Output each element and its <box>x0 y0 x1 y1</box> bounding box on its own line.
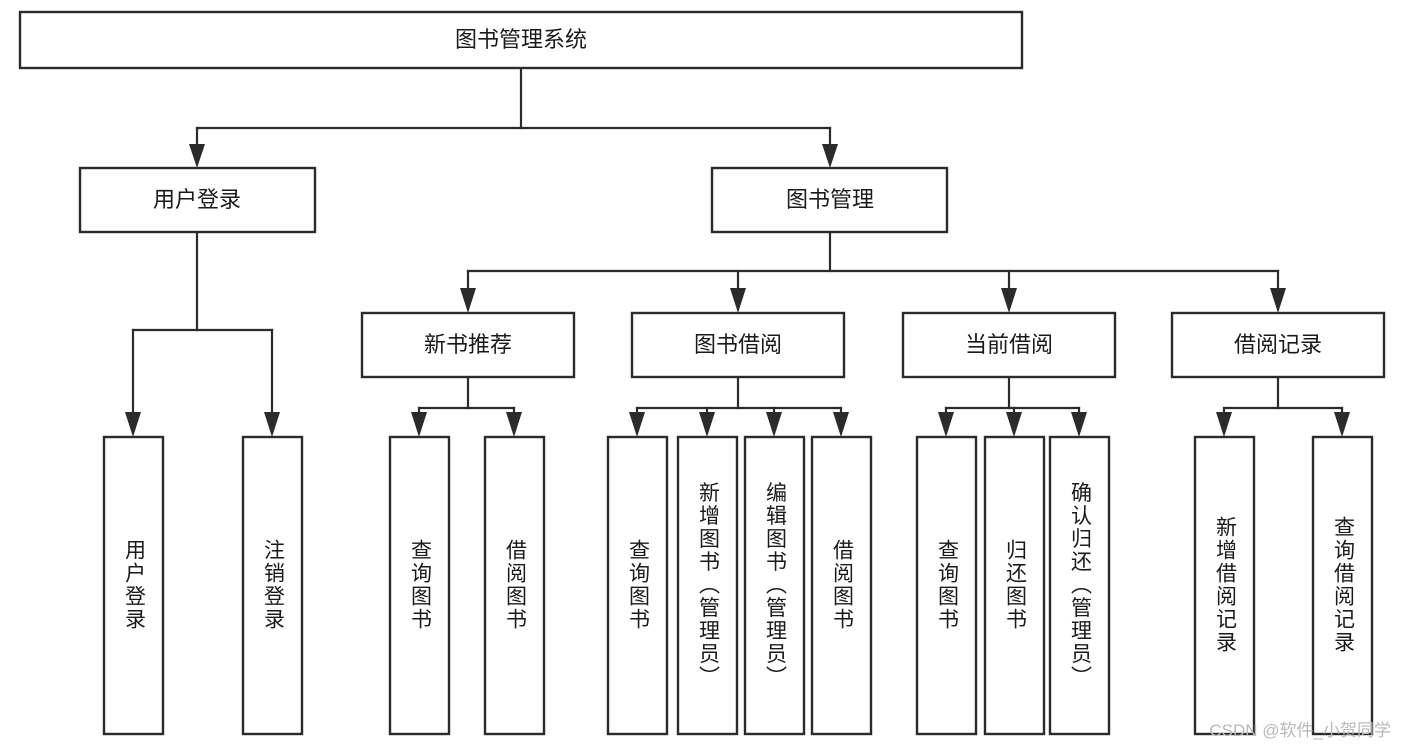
node-book-borrow-box[interactable] <box>630 311 846 379</box>
arrow-record-leaf-1 <box>1216 412 1232 437</box>
node-root-box[interactable] <box>18 10 1024 70</box>
node-current-borrow-label: 当前借阅 <box>965 332 1053 357</box>
node-leaf-record-query-label: 查询借阅记录 <box>1332 516 1356 654</box>
node-leaf-borrow-edit-label: 编辑图书（管理员） <box>764 482 788 689</box>
node-leaf-current-confirm[interactable]: 确认归还（管理员） <box>1048 435 1111 736</box>
node-leaf-borrow-add[interactable]: 新增图书（管理员） <box>676 435 739 736</box>
node-leaf-user-logout-label: 注销登录 <box>262 539 286 631</box>
arrow-root-to-user-login <box>189 144 205 168</box>
node-leaf-user-login-label: 用户登录 <box>123 539 147 631</box>
node-leaf-borrow-query[interactable]: 查询图书 <box>606 435 669 736</box>
node-leaf-record-query[interactable]: 查询借阅记录 <box>1311 435 1374 736</box>
node-leaf-current-return[interactable]: 归还图书 <box>983 435 1046 736</box>
node-book-manage-label: 图书管理 <box>786 187 874 212</box>
node-leaf-current-return-box[interactable] <box>983 435 1046 736</box>
node-book-manage[interactable]: 图书管理 <box>710 166 949 234</box>
node-leaf-user-login[interactable]: 用户登录 <box>102 435 165 736</box>
node-borrow-record-label: 借阅记录 <box>1234 332 1322 357</box>
node-leaf-borrow-query-box[interactable] <box>606 435 669 736</box>
node-leaf-current-confirm-box[interactable] <box>1048 435 1111 736</box>
arrow-recommend-leaf-2 <box>506 412 522 437</box>
node-leaf-user-logout-box[interactable] <box>241 435 304 736</box>
arrow-to-new-book-recommend <box>460 288 476 313</box>
node-current-borrow-box[interactable] <box>901 311 1117 379</box>
node-current-borrow[interactable]: 当前借阅 <box>901 311 1117 379</box>
node-leaf-user-logout[interactable]: 注销登录 <box>241 435 304 736</box>
node-leaf-current-query[interactable]: 查询图书 <box>915 435 978 736</box>
node-root[interactable]: 图书管理系统 <box>18 10 1024 70</box>
node-new-book-recommend-box[interactable] <box>360 311 576 379</box>
node-leaf-borrow-edit-box[interactable] <box>743 435 806 736</box>
node-user-login-label: 用户登录 <box>153 187 241 212</box>
arrow-borrow-leaf-3 <box>766 412 782 437</box>
node-book-manage-box[interactable] <box>710 166 949 234</box>
arrow-current-leaf-2 <box>1006 412 1022 437</box>
arrow-current-leaf-1 <box>938 412 954 437</box>
node-leaf-borrow-lend[interactable]: 借阅图书 <box>810 435 873 736</box>
node-leaf-current-query-label: 查询图书 <box>936 539 960 631</box>
node-leaf-borrow-lend-box[interactable] <box>810 435 873 736</box>
node-leaf-recommend-query[interactable]: 查询图书 <box>388 435 451 736</box>
node-leaf-recommend-borrow[interactable]: 借阅图书 <box>483 435 546 736</box>
arrow-user-login-leaf-2 <box>264 412 280 437</box>
edge-layer <box>125 66 1350 437</box>
arrow-record-leaf-2 <box>1334 412 1350 437</box>
node-leaf-borrow-lend-label: 借阅图书 <box>831 539 855 631</box>
arrow-borrow-leaf-4 <box>833 412 849 437</box>
node-leaf-current-return-label: 归还图书 <box>1004 539 1028 631</box>
node-book-borrow-label: 图书借阅 <box>694 332 782 357</box>
arrow-to-borrow-record <box>1270 288 1286 313</box>
node-leaf-borrow-add-label: 新增图书（管理员） <box>697 482 721 689</box>
node-leaf-current-confirm-label: 确认归还（管理员） <box>1069 482 1093 689</box>
node-leaf-recommend-query-box[interactable] <box>388 435 451 736</box>
node-leaf-borrow-edit[interactable]: 编辑图书（管理员） <box>743 435 806 736</box>
csdn-watermark: CSDN @软件_小贺同学 <box>1209 721 1391 740</box>
node-new-book-recommend[interactable]: 新书推荐 <box>360 311 576 379</box>
node-leaf-recommend-query-label: 查询图书 <box>409 539 433 631</box>
node-user-login[interactable]: 用户登录 <box>78 166 317 234</box>
node-leaf-record-query-box[interactable] <box>1311 435 1374 736</box>
node-leaf-borrow-query-label: 查询图书 <box>627 539 651 631</box>
arrow-borrow-leaf-2 <box>699 412 715 437</box>
arrow-to-book-borrow <box>730 288 746 313</box>
arrow-root-to-book-manage <box>822 144 838 168</box>
node-leaf-record-add[interactable]: 新增借阅记录 <box>1193 435 1256 736</box>
arrow-recommend-leaf-1 <box>411 412 427 437</box>
node-leaf-record-add-label: 新增借阅记录 <box>1214 516 1238 654</box>
arrow-current-leaf-3 <box>1071 412 1087 437</box>
node-leaf-recommend-borrow-box[interactable] <box>483 435 546 736</box>
node-book-borrow[interactable]: 图书借阅 <box>630 311 846 379</box>
node-new-book-recommend-label: 新书推荐 <box>424 332 512 357</box>
node-user-login-box[interactable] <box>78 166 317 234</box>
arrow-user-login-leaf-1 <box>125 412 141 437</box>
arrow-borrow-leaf-1 <box>629 412 645 437</box>
node-root-label: 图书管理系统 <box>455 27 587 52</box>
node-leaf-current-query-box[interactable] <box>915 435 978 736</box>
node-leaf-borrow-add-box[interactable] <box>676 435 739 736</box>
node-borrow-record[interactable]: 借阅记录 <box>1170 311 1386 379</box>
arrow-to-current-borrow <box>1001 288 1017 313</box>
node-leaf-record-add-box[interactable] <box>1193 435 1256 736</box>
node-leaf-user-login-box[interactable] <box>102 435 165 736</box>
node-leaf-recommend-borrow-label: 借阅图书 <box>504 539 528 631</box>
node-borrow-record-box[interactable] <box>1170 311 1386 379</box>
